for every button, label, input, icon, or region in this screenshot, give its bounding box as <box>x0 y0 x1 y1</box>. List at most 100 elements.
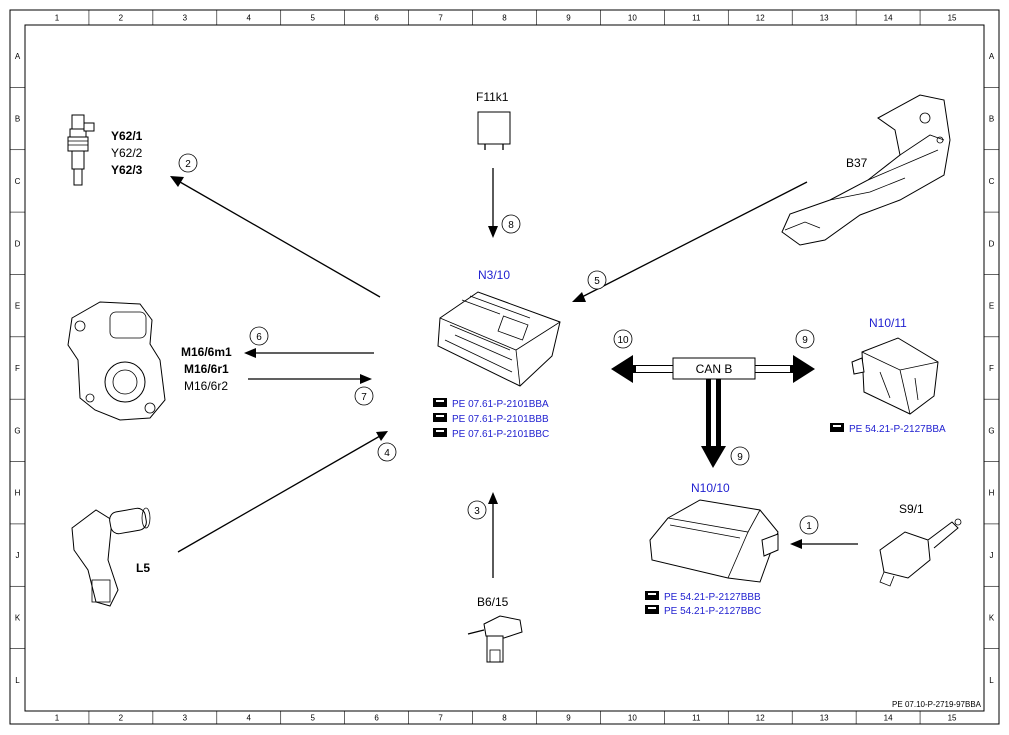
reference-icon <box>645 591 659 600</box>
grid-column-label-bottom: 13 <box>820 714 829 723</box>
grid-row-label-right: F <box>989 364 994 373</box>
grid-row-label-left: J <box>16 551 20 560</box>
can-bus-connector <box>611 355 815 468</box>
grid-row-label-right: J <box>990 551 994 560</box>
relay-icon <box>477 111 511 150</box>
grid-row-label-left: A <box>15 52 21 61</box>
sam-rear-ref-1[interactable]: PE 54.21-P-2127BBB <box>664 592 761 603</box>
grid-column-label-top: 8 <box>502 14 507 23</box>
grid-row-label-right: A <box>989 52 995 61</box>
throttle-label-1: M16/6m1 <box>181 345 232 359</box>
can-bus-label: CAN B <box>696 362 733 376</box>
throttle-label-3: M16/6r2 <box>184 379 228 393</box>
signal-badge <box>799 515 819 535</box>
outer-frame <box>9 9 1000 725</box>
throttle-label-2: M16/6r1 <box>184 362 229 376</box>
signal-number: 5 <box>594 276 600 287</box>
grid-column-label-top: 2 <box>119 14 124 23</box>
grid-row-label-left: G <box>14 426 20 435</box>
signal-number: 10 <box>617 335 629 346</box>
signal-badge <box>730 446 750 466</box>
grid-row-label-right: G <box>988 426 994 435</box>
document-id: PE 07.10-P-2719-97BBA <box>892 700 982 709</box>
reference-icon <box>433 413 447 422</box>
signal-number: 9 <box>737 452 743 463</box>
grid-row-label-left: L <box>15 676 20 685</box>
grid-column-label-bottom: 7 <box>438 714 443 723</box>
signal-number-badges: 1 2 3 4 5 6 7 8 9 9 10 <box>178 153 819 535</box>
control-unit-ref-1[interactable]: PE 07.61-P-2101BBA <box>452 399 549 410</box>
grid-column-label-bottom: 8 <box>502 714 507 723</box>
signal-badge <box>613 329 633 349</box>
grid-column-label-bottom: 9 <box>566 714 571 723</box>
grid-row-label-right: D <box>989 239 995 248</box>
grid-column-label-bottom: 4 <box>247 714 252 723</box>
control-unit-icon <box>437 291 561 387</box>
grid-column-label-top: 11 <box>692 14 701 23</box>
brake-light-switch-icon <box>879 518 962 587</box>
grid-marks: 1122334455667788991010111112121313141415… <box>10 10 999 724</box>
grid-column-label-bottom: 3 <box>183 714 188 723</box>
sam-rear-icon <box>649 499 779 583</box>
signal-badge <box>587 270 607 290</box>
inner-frame <box>24 24 985 712</box>
signal-number: 4 <box>384 448 390 459</box>
grid-column-label-top: 12 <box>756 14 765 23</box>
signal-badge <box>178 153 198 173</box>
grid-column-label-top: 6 <box>374 14 379 23</box>
control-unit-ref-2[interactable]: PE 07.61-P-2101BBB <box>452 414 549 425</box>
control-unit-ref-3[interactable]: PE 07.61-P-2101BBC <box>452 429 549 440</box>
grid-row-label-left: K <box>15 613 21 622</box>
grid-column-label-top: 15 <box>948 14 957 23</box>
grid-column-label-top: 5 <box>310 14 315 23</box>
grid-column-label-bottom: 14 <box>884 714 893 723</box>
relay-label: F11k1 <box>476 90 509 104</box>
control-unit-refs: PE 07.61-P-2101BBA PE 07.61-P-2101BBB PE… <box>433 398 549 440</box>
throttle-valve-icon <box>67 301 166 421</box>
sam-rear-label: N10/10 <box>691 481 730 495</box>
injector-icon <box>67 114 95 186</box>
injector-label-3: Y62/3 <box>111 163 143 177</box>
signal-badge <box>501 214 521 234</box>
grid-column-label-top: 9 <box>566 14 571 23</box>
grid-row-label-right: C <box>989 177 995 186</box>
grid-row-label-right: K <box>989 613 995 622</box>
grid-column-label-bottom: 12 <box>756 714 765 723</box>
signal-badge <box>795 329 815 349</box>
signal-number: 1 <box>806 521 812 532</box>
grid-row-label-left: C <box>15 177 21 186</box>
grid-column-label-top: 7 <box>438 14 443 23</box>
grid-row-label-left: F <box>15 364 20 373</box>
sam-unit-ref-1[interactable]: PE 54.21-P-2127BBA <box>849 424 946 435</box>
signal-badge <box>467 500 487 520</box>
grid-column-label-bottom: 15 <box>948 714 957 723</box>
signal-badge <box>354 386 374 406</box>
signal-arrows <box>170 168 858 578</box>
signal-number: 3 <box>474 506 480 517</box>
reference-icon <box>645 605 659 614</box>
reference-icon <box>830 423 844 432</box>
pedal-label: B37 <box>846 156 868 170</box>
grid-row-label-left: H <box>15 489 21 498</box>
grid-row-label-right: H <box>989 489 995 498</box>
signal-badge <box>377 442 397 462</box>
grid-column-label-bottom: 6 <box>374 714 379 723</box>
sam-rear-ref-2[interactable]: PE 54.21-P-2127BBC <box>664 606 761 617</box>
sensor-b6-label: B6/15 <box>477 595 509 609</box>
sam-unit-icon <box>851 337 939 415</box>
grid-column-label-bottom: 11 <box>692 714 701 723</box>
sam-unit-label: N10/11 <box>869 316 907 330</box>
control-unit-label: N3/10 <box>478 268 510 282</box>
grid-column-label-bottom: 2 <box>119 714 124 723</box>
grid-row-label-left: B <box>15 115 20 124</box>
injector-label-2: Y62/2 <box>111 146 143 160</box>
signal-badge <box>249 326 269 346</box>
switch-label: S9/1 <box>899 502 924 516</box>
grid-row-label-left: D <box>15 239 21 248</box>
grid-column-label-top: 14 <box>884 14 893 23</box>
grid-column-label-top: 13 <box>820 14 829 23</box>
signal-number: 7 <box>361 392 367 403</box>
signal-number: 8 <box>508 220 514 231</box>
sensor-l5-label: L5 <box>136 561 150 575</box>
